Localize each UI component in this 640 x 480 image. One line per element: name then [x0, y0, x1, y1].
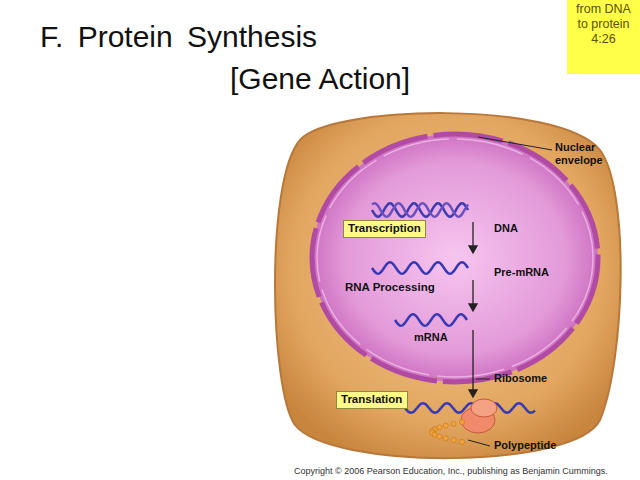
molecule-label: DNA — [494, 222, 518, 234]
nuclear-envelope-inner — [317, 139, 593, 377]
strand — [372, 203, 468, 216]
leader-lines — [468, 137, 552, 446]
amino-acid — [459, 439, 464, 444]
amino-acid — [443, 423, 448, 428]
process-box: Translation — [336, 391, 408, 409]
strand — [372, 203, 468, 216]
nuclear-envelope — [312, 134, 598, 382]
node-text: Transcription — [348, 222, 421, 234]
node-text: from DNA to protein 4:26 — [571, 2, 636, 47]
structure-label: Nuclear envelope — [555, 141, 625, 167]
flow-arrows — [469, 222, 477, 397]
process-box: Transcription — [343, 220, 426, 238]
molecule-label: Polypeptide — [494, 439, 556, 451]
slide-subtitle: [Gene Action] — [230, 62, 410, 96]
amino-acid — [437, 434, 442, 439]
slide-title: F. Protein Synthesis — [40, 20, 317, 54]
process-label: RNA Processing — [345, 281, 435, 293]
copyright-caption: Copyright © 2006 Pearson Education, Inc.… — [294, 466, 608, 476]
nucleus — [312, 134, 598, 382]
amino-acid — [451, 438, 456, 443]
amino-acid — [443, 436, 448, 441]
strand — [372, 262, 468, 273]
ribosome — [461, 399, 497, 433]
structure-label: Ribosome — [494, 372, 547, 384]
strand — [395, 314, 467, 325]
node-text: Translation — [341, 393, 403, 405]
amino-acid — [459, 419, 464, 424]
molecule-label: Pre-mRNA — [494, 266, 549, 278]
polypeptide-chain — [430, 419, 465, 444]
amino-acid — [451, 421, 456, 426]
molecule-label: mRNA — [414, 331, 448, 343]
video-link-note: from DNA to protein 4:26 — [567, 0, 640, 74]
